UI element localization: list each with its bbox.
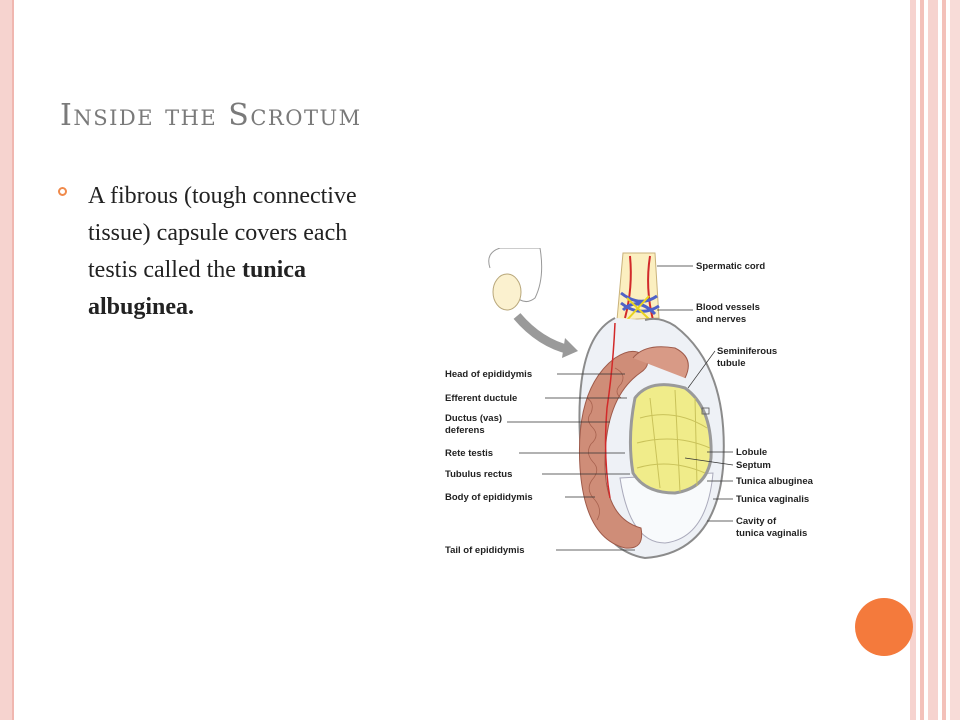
label-cavity-2: tunica vaginalis: [736, 528, 807, 539]
cavity-region: [619, 472, 714, 544]
bullet-bold-term: tunica albuginea.: [88, 257, 306, 320]
bullet-circle-icon: [58, 187, 67, 196]
label-tubulus-rectus: Tubulus rectus: [445, 469, 512, 480]
inset-sketch: [488, 248, 578, 358]
label-body-epididymis: Body of epididymis: [445, 492, 533, 503]
decorative-orange-circle: [855, 598, 913, 656]
label-ductus-deferens-2: deferens: [445, 425, 485, 436]
head-epididymis: [632, 346, 689, 379]
label-cavity-1: Cavity of: [736, 516, 777, 527]
label-tunica-albuginea: Tunica albuginea: [736, 476, 814, 487]
bullet-text-body: A fibrous (tough connective tissue) caps…: [88, 183, 357, 283]
label-blood-vessels-1: Blood vessels: [696, 302, 760, 313]
label-seminiferous-1: Seminiferous: [717, 346, 777, 357]
label-ductus-deferens-1: Ductus (vas): [445, 413, 502, 424]
testis-anatomy-diagram: Head of epididymis Efferent ductule Duct…: [445, 248, 814, 560]
label-rete-testis: Rete testis: [445, 448, 493, 459]
label-tunica-vaginalis: Tunica vaginalis: [736, 494, 809, 505]
label-efferent-ductule: Efferent ductule: [445, 393, 517, 404]
label-septum: Septum: [736, 460, 771, 471]
label-tail-epididymis: Tail of epididymis: [445, 545, 525, 556]
bullet-item: A fibrous (tough connective tissue) caps…: [58, 178, 398, 326]
slide-title: Inside the Scrotum: [60, 98, 362, 133]
label-spermatic-cord: Spermatic cord: [696, 261, 765, 272]
label-lobule: Lobule: [736, 447, 767, 458]
label-seminiferous-2: tubule: [717, 358, 746, 369]
label-head-epididymis: Head of epididymis: [445, 369, 532, 380]
label-blood-vessels-2: and nerves: [696, 314, 746, 325]
right-decorative-stripes: [910, 0, 960, 720]
ductus-deferens: [604, 322, 616, 499]
bullet-text: A fibrous (tough connective tissue) caps…: [88, 178, 398, 326]
left-border: [0, 0, 14, 720]
spermatic-cord: [616, 252, 660, 321]
